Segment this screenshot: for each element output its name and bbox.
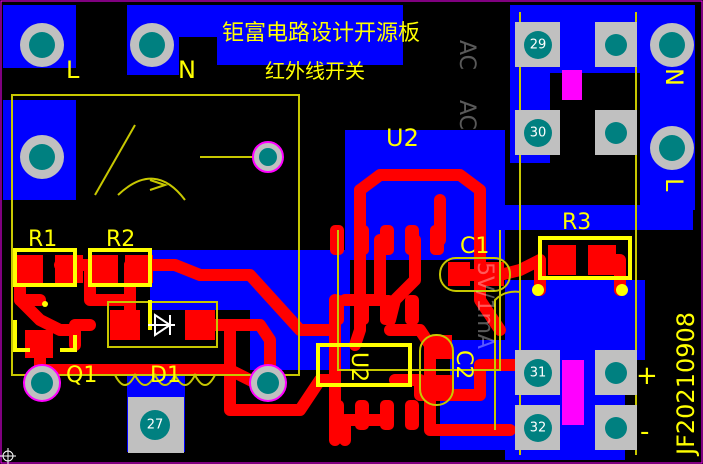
origin-marker-icon: [0, 448, 16, 464]
label-R2: R2: [106, 227, 135, 252]
label-R3: R3: [562, 210, 591, 235]
pad-number-30: 30: [530, 126, 547, 141]
label-U2: U2: [386, 124, 419, 152]
numbered-pad-27: 27: [140, 410, 170, 440]
small-pads: [42, 284, 628, 307]
mirrored-text-ac-top: AC: [454, 40, 479, 70]
numbered-pad-30: 30: [524, 119, 552, 147]
board-subtitle: 红外线开关: [265, 59, 365, 83]
label-R1: R1: [28, 227, 57, 252]
board-title: 钜富电路设计开源板: [222, 21, 420, 46]
pad-number-31: 31: [530, 366, 547, 381]
through-hole-pads: [20, 22, 694, 453]
pad-number-27: 27: [147, 418, 164, 433]
pad-number-29: 29: [530, 38, 547, 53]
label-C1: C1: [460, 234, 489, 259]
label-L-top: L: [66, 56, 80, 84]
label-Q1: Q1: [66, 363, 97, 388]
label-N-top: N: [178, 56, 196, 84]
numbered-pad-29: 29: [524, 31, 552, 59]
mirrored-text-spec: 5V/1mA: [472, 262, 497, 349]
numbered-pad-31: 31: [524, 359, 552, 387]
label-N-right: N: [660, 68, 688, 86]
label-minus: -: [640, 417, 649, 447]
label-U2-body: U2: [346, 352, 371, 382]
silkscreen-yellow-outlines: [13, 236, 632, 387]
pad-number-32: 32: [530, 421, 547, 436]
label-plus: +: [636, 361, 658, 391]
date-code: JF20210908: [672, 312, 700, 457]
label-L-right: L: [660, 178, 688, 192]
numbered-pad-32: 32: [524, 414, 552, 442]
mirrored-text-ac: AC: [454, 100, 479, 130]
label-D1: D1: [150, 363, 181, 388]
vias: [562, 70, 584, 425]
diode-symbol: [148, 313, 175, 337]
label-C2: C2: [451, 350, 476, 379]
